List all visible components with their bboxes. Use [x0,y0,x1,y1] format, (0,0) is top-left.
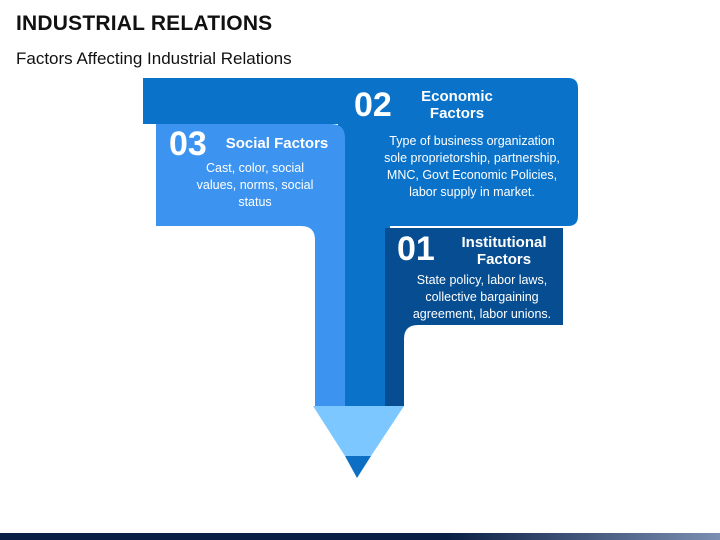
economic-factors-number: 02 [354,86,392,124]
bottom-accent-bar [0,533,720,540]
pencil-tip [313,406,404,456]
social-factors-description: Cast, color, social values, norms, socia… [196,161,314,209]
institutional-factors-panel [385,228,563,406]
social-factors-heading: Social Factors [225,135,329,152]
institutional-factors-description: State policy, labor laws, collective bar… [412,273,552,321]
economic-factors-heading: Economic Factors [421,88,493,122]
institutional-factors-number: 01 [397,230,435,268]
economic-factors-description: Type of business organization sole propr… [384,134,560,199]
social-factors-number: 03 [169,125,207,163]
page-title: INDUSTRIAL RELATIONS [16,12,273,35]
page-subtitle: Factors Affecting Industrial Relations [16,49,292,68]
economic-factors-panel [143,78,578,406]
pencil-lead [345,456,371,478]
social-factors-panel [156,124,345,406]
institutional-factors-heading: Institutional Factors [461,234,547,268]
